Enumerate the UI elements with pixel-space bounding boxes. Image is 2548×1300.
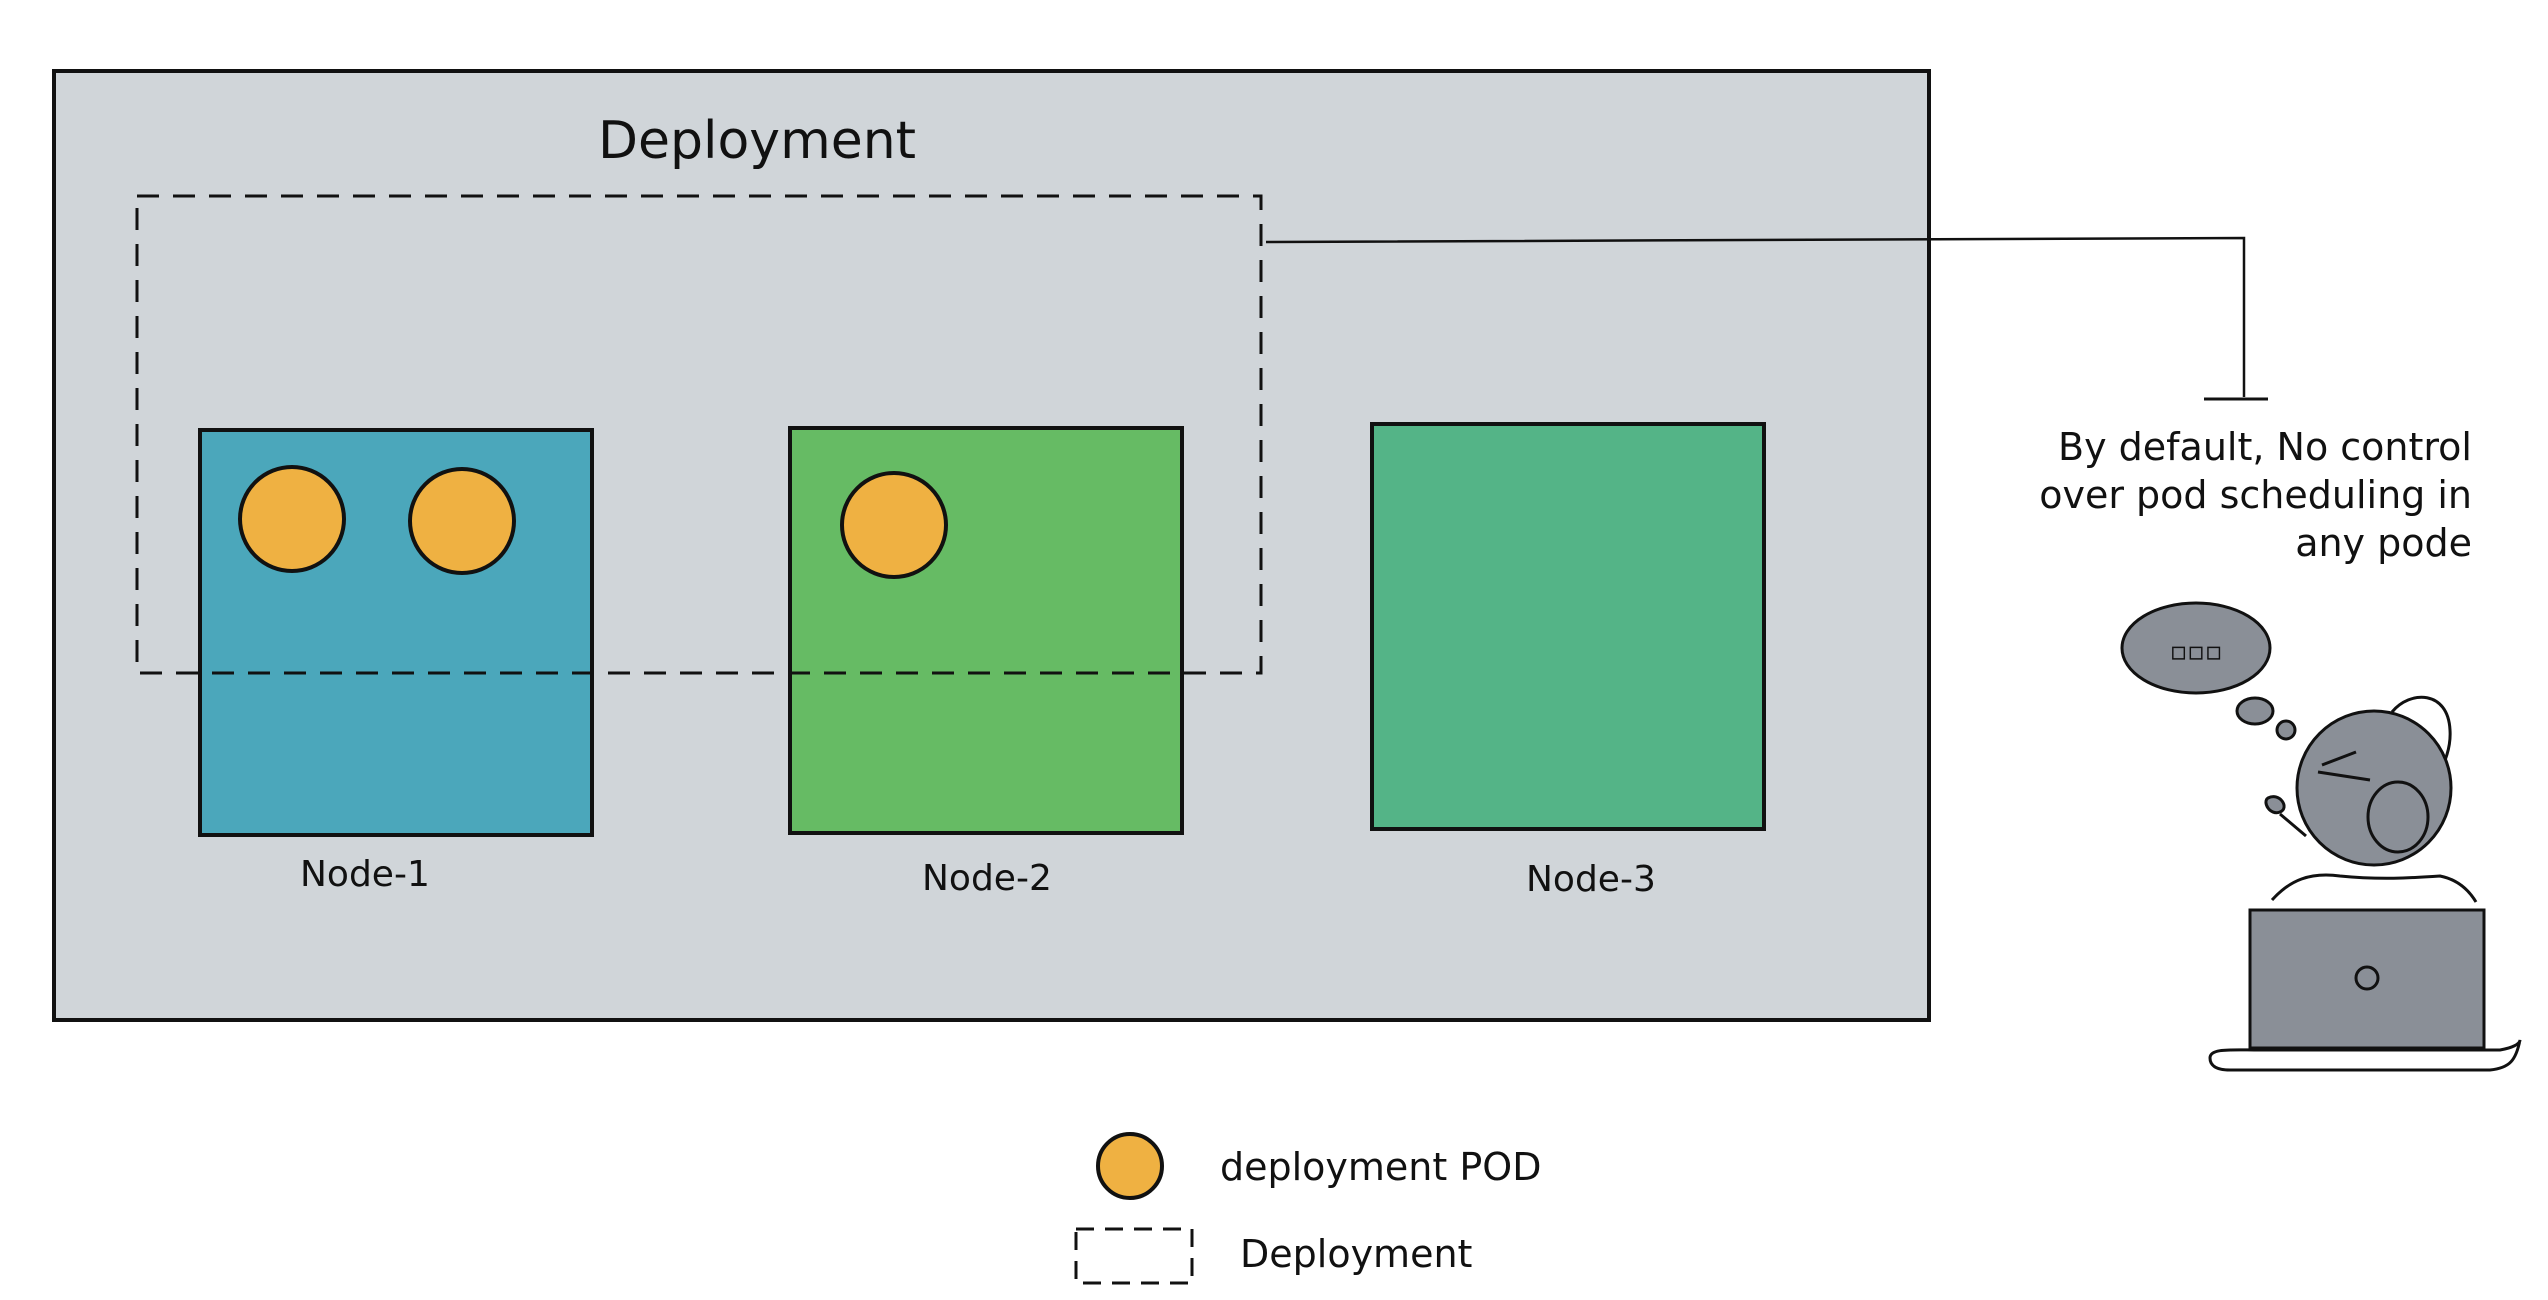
node-3-label: Node-3 [1526,859,1656,900]
annotation-line-1: By default, No control [2058,425,2472,469]
legend-deployment-label: Deployment [1240,1232,1472,1276]
thinking-person-illustration: ▫▫▫ [2120,601,2522,1072]
person-head [2295,709,2453,867]
legend-deployment-symbol [1074,1227,1194,1285]
node-3-box [1370,422,1766,831]
thought-bubble [2120,601,2272,695]
pod-node-1-a [238,465,346,573]
node-2-box [788,426,1184,835]
deployment-title: Deployment [598,111,916,171]
deployment-boundary [135,194,1263,675]
node-1-label: Node-1 [300,854,430,895]
legend-pod-label: deployment POD [1220,1145,1541,1189]
legend: deployment POD Deployment [1074,1132,1541,1285]
pod-node-2-a [840,471,948,579]
laptop [2248,908,2486,1050]
annotation-line-3: any pode [2295,521,2472,565]
legend-pod-symbol [1096,1132,1164,1200]
annotation-line-2: over pod scheduling in [2039,473,2472,517]
thought-bubble-dots: ▫▫▫ [2170,637,2223,667]
node-2-label: Node-2 [922,858,1052,899]
annotation-connector [1265,236,2246,397]
pod-node-1-b [408,467,516,575]
